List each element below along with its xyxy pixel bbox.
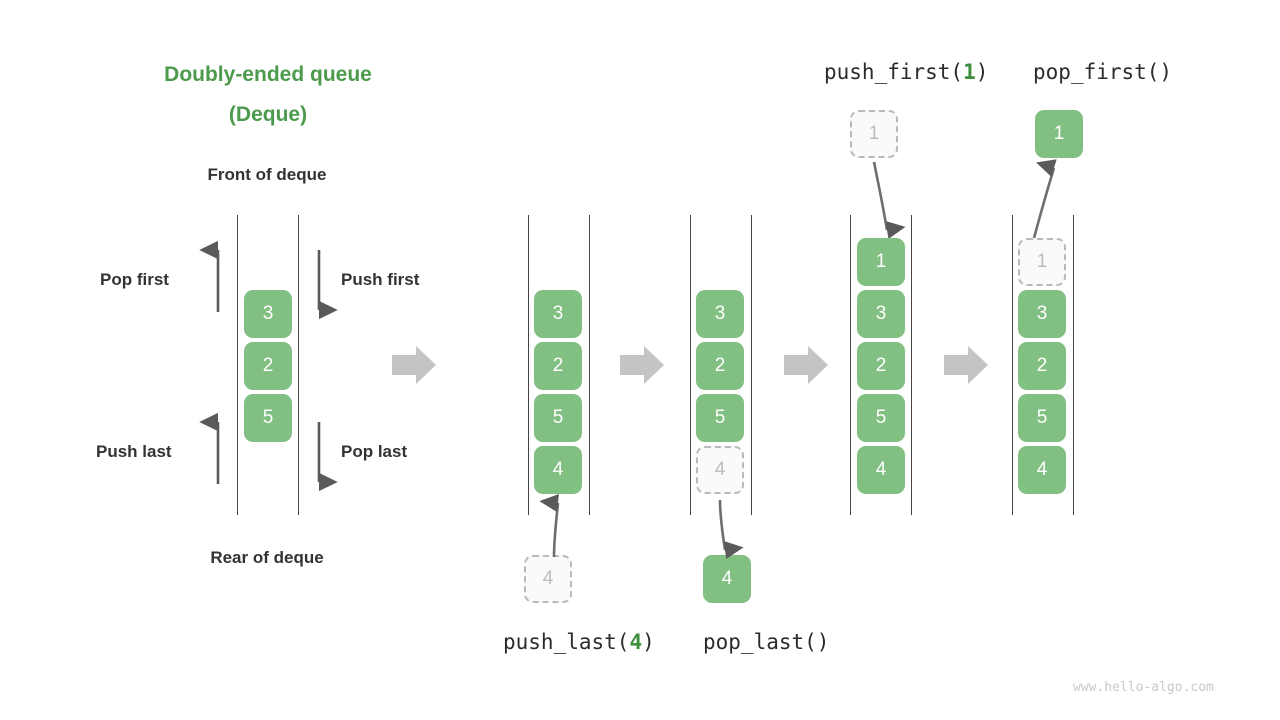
watermark: www.hello-algo.com: [1073, 680, 1214, 695]
push-last-caption-arg: 4: [629, 630, 643, 654]
push-first-caption: push_first(1): [824, 60, 988, 84]
push-last-arrow-icon: [199, 412, 220, 484]
floating-element-4: 4: [703, 555, 751, 603]
pending-element-push-last: 4: [524, 555, 572, 603]
deque-element-1: 1: [1018, 238, 1066, 286]
floating-element-1: 1: [1035, 110, 1083, 158]
page-title-line2: (Deque): [228, 103, 308, 126]
deque-rail-right-p2: [589, 215, 590, 515]
push-first-label: Push first: [341, 270, 420, 289]
push-last-label: Push last: [96, 442, 172, 461]
deque-element-3: 3: [696, 290, 744, 338]
deque-element-2: 2: [857, 342, 905, 390]
deque-element-5: 5: [696, 394, 744, 442]
deque-element-2: 2: [244, 342, 292, 390]
deque-element-3: 3: [244, 290, 292, 338]
transition-arrow-icon-3: [784, 346, 828, 384]
push-last-caption: push_last(4): [503, 630, 655, 654]
push-first-motion-arrow-icon: [872, 161, 906, 239]
deque-rail-left-p2: [528, 215, 529, 515]
push-last-caption-close: ): [642, 630, 655, 654]
deque-rail-left-p3: [690, 215, 691, 515]
deque-element-5: 5: [1018, 394, 1066, 442]
popped-element-last: 4: [703, 555, 751, 603]
push-first-caption-arg: 1: [963, 60, 976, 84]
deque-element-2: 2: [534, 342, 582, 390]
deque-element-5: 5: [857, 394, 905, 442]
deque-rail-left-p5: [1012, 215, 1013, 515]
deque-element-2: 2: [696, 342, 744, 390]
deque-rail-left-p4: [850, 215, 851, 515]
push-last-motion-arrow-icon: [539, 493, 560, 558]
pop-first-arrow-icon: [199, 240, 220, 312]
deque-element-1: 1: [857, 238, 905, 286]
deque-element-4: 4: [534, 446, 582, 494]
deque-rail-right-p3: [751, 215, 752, 515]
pop-first-caption: pop_first(): [1033, 60, 1173, 84]
pop-first-label: Pop first: [100, 270, 169, 289]
push-first-arrow-icon: [317, 250, 338, 320]
deque-element-5: 5: [244, 394, 292, 442]
deque-element-4: 4: [857, 446, 905, 494]
pop-last-arrow-icon: [317, 422, 338, 492]
deque-rail-right-overview: [298, 215, 299, 515]
deque-element-2: 2: [1018, 342, 1066, 390]
popped-element-first: 1: [1035, 110, 1083, 158]
push-first-caption-name: push_first(: [824, 60, 964, 84]
floating-element-4: 4: [524, 555, 572, 603]
push-last-caption-name: push_last(: [503, 630, 630, 654]
pop-last-caption: pop_last(): [703, 630, 830, 654]
transition-arrow-icon-2: [620, 346, 664, 384]
transition-arrow-icon-4: [944, 346, 988, 384]
floating-element-1: 1: [850, 110, 898, 158]
deque-element-3: 3: [857, 290, 905, 338]
transition-arrow-icon-1: [392, 346, 436, 384]
pop-first-motion-arrow-icon: [1032, 159, 1057, 239]
pending-element-push-first: 1: [850, 110, 898, 158]
pop-last-motion-arrow-icon: [718, 499, 744, 560]
deque-element-3: 3: [534, 290, 582, 338]
page-title-line1: Doubly-ended queue: [164, 63, 372, 86]
deque-rail-right-p5: [1073, 215, 1074, 515]
pop-last-label: Pop last: [341, 442, 408, 461]
deque-rail-left-overview: [237, 215, 238, 515]
rear-of-deque-label: Rear of deque: [210, 548, 324, 567]
deque-element-3: 3: [1018, 290, 1066, 338]
deque-element-4: 4: [696, 446, 744, 494]
deque-element-4: 4: [1018, 446, 1066, 494]
front-of-deque-label: Front of deque: [207, 165, 327, 184]
deque-element-5: 5: [534, 394, 582, 442]
push-first-caption-close: ): [975, 60, 989, 84]
deque-rail-right-p4: [911, 215, 912, 515]
